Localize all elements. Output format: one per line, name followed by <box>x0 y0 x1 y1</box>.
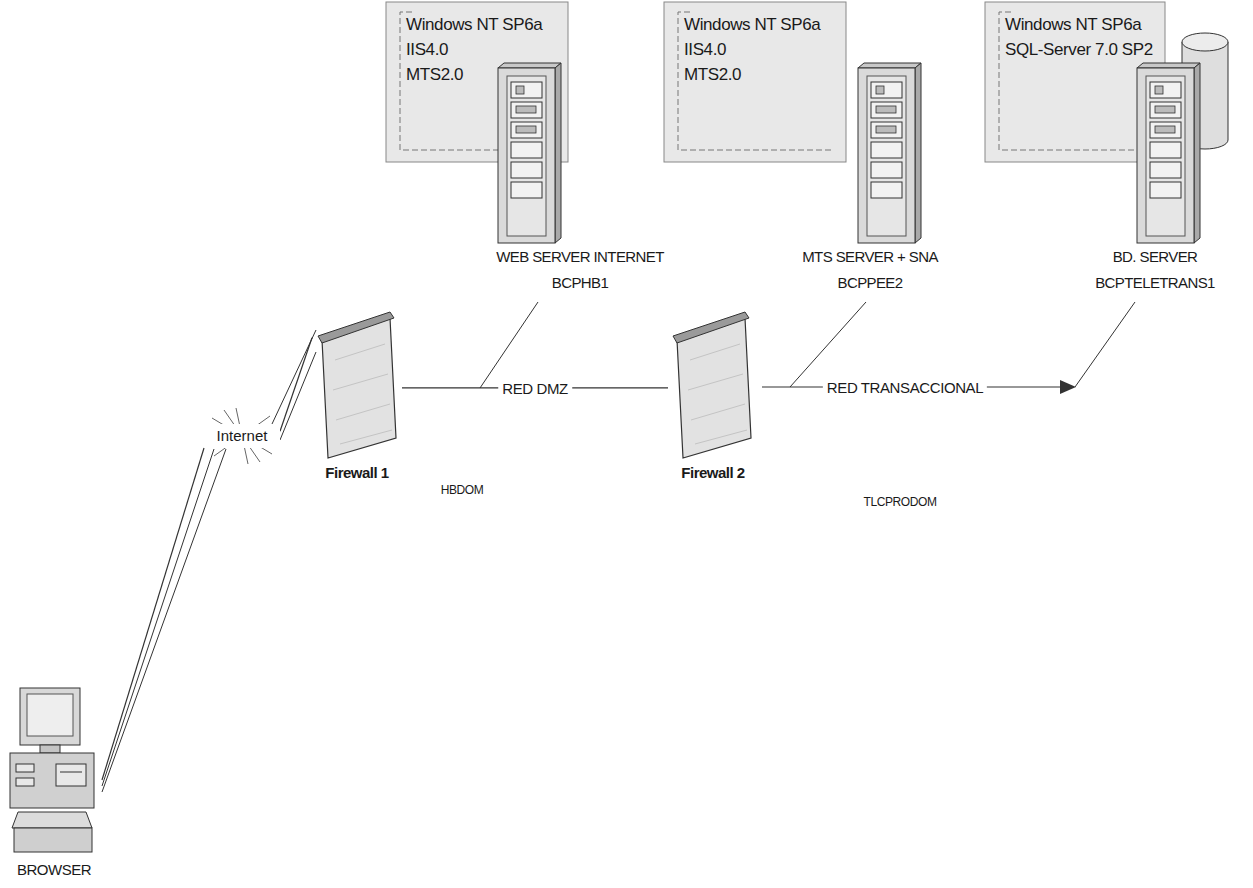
browser-computer <box>20 688 80 745</box>
server-drop-line <box>480 302 538 388</box>
internet-starburst <box>204 408 280 464</box>
link-lines <box>280 352 316 440</box>
firewall-wall <box>333 344 392 444</box>
firewall-wall <box>673 312 749 343</box>
firewall-node: Firewall 1 <box>312 318 402 483</box>
software-item: IIS4.0 <box>684 37 726 62</box>
server-label: BD. SERVER <box>1113 244 1198 270</box>
browser-computer <box>16 778 34 786</box>
software-item: Windows NT SP6a <box>406 12 542 37</box>
browser-computer <box>16 764 34 772</box>
server-towers <box>1137 63 1200 243</box>
server-node: BD. SERVERBCPTELETRANS1 <box>1065 66 1245 300</box>
firewall-wall <box>318 312 751 458</box>
server-towers <box>498 63 561 243</box>
browser-label: BROWSER <box>17 860 91 880</box>
software-item: MTS2.0 <box>406 62 463 87</box>
server-node: MTS SERVER + SNABCPPEE2 <box>770 66 970 300</box>
server-drop-line <box>480 302 1135 388</box>
browser-computer <box>56 764 86 786</box>
software-panel <box>678 12 834 150</box>
database-cylinder <box>1182 33 1228 51</box>
server-label: BCPTELETRANS1 <box>1095 270 1215 296</box>
server-node: WEB SERVER INTERNETBCPHB1 <box>480 66 680 300</box>
software-box: Windows NT SP6aIIS4.0MTS2.0 <box>664 2 846 162</box>
software-item: Windows NT SP6a <box>684 12 820 37</box>
browser-computer <box>14 828 92 852</box>
server-label: BCPPEE2 <box>838 270 903 296</box>
server-towers <box>498 63 1200 243</box>
network-label: RED DMZ <box>498 379 572 396</box>
server-label: WEB SERVER INTERNET <box>496 244 664 270</box>
browser-computer <box>10 688 94 852</box>
network-link <box>280 338 312 431</box>
network-label: RED TRANSACCIONAL <box>823 379 987 396</box>
browser-computer <box>60 772 82 773</box>
transaction-network-arrow <box>1060 380 1076 394</box>
browser-computer <box>10 753 94 808</box>
software-box: Windows NT SP6aIIS4.0MTS2.0 <box>386 2 568 162</box>
link-lines <box>102 330 316 792</box>
firewall-label: Firewall 2 <box>681 463 744 483</box>
software-panel <box>999 12 1153 150</box>
software-item: IIS4.0 <box>406 37 448 62</box>
link-lines <box>102 449 214 786</box>
software-item: MTS2.0 <box>684 62 741 87</box>
browser-computer <box>40 745 60 753</box>
server-drop-line <box>1075 302 1135 387</box>
firewall-wall <box>688 344 747 444</box>
browser-node: BROWSER <box>6 680 102 880</box>
domain-label: HBDOM <box>437 483 488 497</box>
firewall-label: Firewall 1 <box>325 463 388 483</box>
firewall-wall <box>318 312 394 343</box>
internet-node: Internet <box>204 424 280 448</box>
software-item: SQL-Server 7.0 SP2 <box>1005 37 1153 62</box>
internet-label: Internet <box>217 426 268 446</box>
browser-computer <box>12 812 92 828</box>
firewall-node: Firewall 2 <box>668 318 758 483</box>
network-link <box>102 448 204 780</box>
server-label: MTS SERVER + SNA <box>802 244 938 270</box>
software-box: Windows NT SP6aSQL-Server 7.0 SP2 <box>985 2 1165 162</box>
internet-starburst <box>214 416 270 456</box>
software-panel <box>664 2 846 162</box>
link-lines <box>102 449 226 792</box>
server-label: BCPHB1 <box>552 270 608 296</box>
software-item: Windows NT SP6a <box>1005 12 1141 37</box>
browser-computer <box>27 694 73 736</box>
domain-label: TLCPRODOM <box>859 495 940 509</box>
server-drop-line <box>790 302 866 387</box>
server-towers <box>858 63 921 243</box>
